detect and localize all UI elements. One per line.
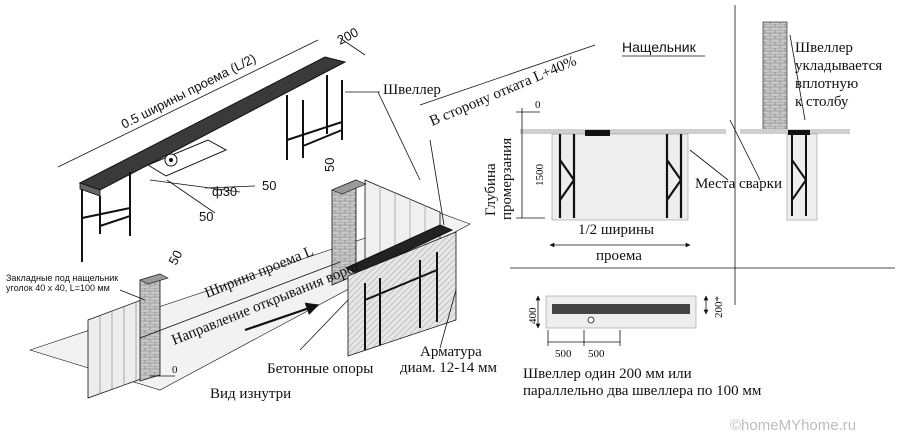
label-nashchelnik: Нащельник: [622, 39, 697, 55]
section-view: Нащельник 0 Глубина промерзания 1500 Мес…: [483, 39, 782, 264]
label-bottom-note-2: параллельно два швеллера по 100 мм: [523, 383, 762, 399]
label-depth-2: промерзания: [499, 138, 515, 220]
plan-channel: [552, 304, 690, 314]
gate-isometric-drawing: Швеллер В сторону отката L+40% 50 Заклад…: [6, 53, 579, 402]
label-shveller: Швеллер: [383, 82, 441, 98]
divider-diagonal: [419, 44, 596, 106]
label-dim-500-a: 500: [555, 348, 572, 360]
label-weld: Места сварки: [695, 176, 782, 192]
label-view-inside: Вид изнутри: [210, 386, 291, 402]
plan-view: 400 200* 500 500 Швеллер один 200 мм или…: [523, 295, 762, 399]
label-concrete: Бетонные опоры: [267, 361, 373, 377]
foundation-channel: [344, 224, 454, 275]
brick-post-left: [139, 273, 161, 382]
label-dim-1500: 1500: [534, 164, 546, 187]
label-dim-500-b: 500: [588, 348, 605, 360]
watermark: ©homeMYhome.ru: [730, 417, 856, 434]
label-dim-50-a: 50: [262, 178, 276, 193]
label-note-2: укладывается: [795, 58, 882, 74]
label-depth-1: Глубина: [483, 163, 499, 216]
section-channel: [585, 130, 610, 136]
label-dim-200-star: 200*: [713, 296, 725, 318]
label-dim-50-post: 50: [322, 158, 337, 172]
plan-hole-icon: [587, 316, 595, 324]
label-zero-section: 0: [535, 99, 541, 111]
label-half-width: 0.5 ширины проема (L/2): [119, 51, 259, 132]
label-phi30: ф30: [212, 184, 237, 199]
label-rollback: В сторону отката L+40%: [427, 53, 579, 129]
label-dim-50-post-left: 50: [165, 248, 185, 268]
detail-brick-column: [762, 21, 788, 131]
detail-channel: [788, 130, 810, 135]
label-zakladnye-1: Закладные под нащельник: [6, 273, 118, 283]
post-detail: Швеллер укладывается вплотную к столбу: [740, 21, 882, 221]
label-zero-left: 0: [172, 364, 178, 376]
label-half-opening-2: проема: [596, 248, 642, 264]
label-dim-50-b: 50: [199, 209, 213, 224]
label-half-opening-1: 1/2 ширины: [578, 222, 654, 238]
label-note-1: Швеллер: [795, 40, 853, 56]
label-rebar-1: Арматура: [420, 344, 482, 360]
rebar-cage: [364, 252, 438, 350]
label-zakladnye-2: уголок 40 х 40, L=100 мм: [6, 283, 110, 293]
frame-legs: [81, 75, 343, 262]
concrete-pillar: [347, 231, 457, 357]
label-dim-400: 400: [527, 307, 539, 324]
label-bottom-note-1: Швеллер один 200 мм или: [523, 366, 692, 382]
label-dim-200-top: 200: [335, 24, 361, 47]
label-note-3: вплотную: [795, 76, 858, 92]
section-rebar: [558, 134, 683, 218]
ground-line: [520, 129, 726, 134]
open-direction-arrow: [244, 302, 320, 332]
label-rebar-2: диам. 12-14 мм: [400, 360, 498, 376]
frame-center-plate: [146, 139, 228, 177]
dim-line-half-width: [57, 39, 319, 168]
label-note-4: к столбу: [795, 94, 849, 110]
